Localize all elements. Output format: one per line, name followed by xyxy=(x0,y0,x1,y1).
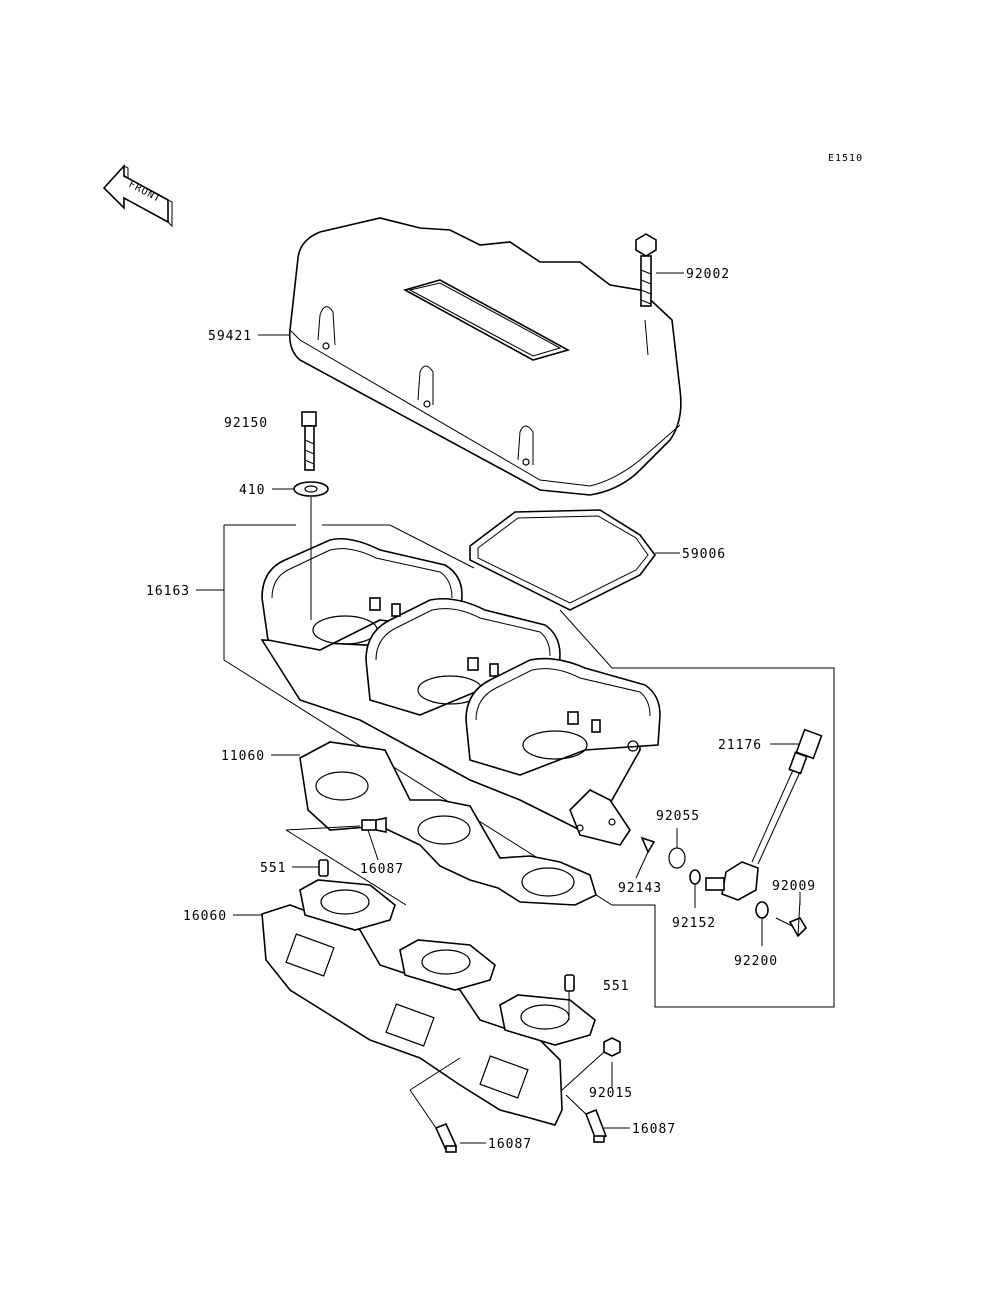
label-410: 410 xyxy=(239,483,265,498)
leader-lines xyxy=(196,272,801,1144)
gasket-59006 xyxy=(469,509,656,611)
label-59006: 59006 xyxy=(682,547,726,562)
front-arrow-icon: FRONT xyxy=(102,163,173,228)
label-92055: 92055 xyxy=(656,809,700,824)
label-11060: 11060 xyxy=(221,749,265,764)
oring-92055 xyxy=(668,847,686,869)
label-92152: 92152 xyxy=(672,916,716,931)
clip-92143 xyxy=(635,836,656,879)
washer-92200 xyxy=(755,901,769,919)
pin-551-lower xyxy=(564,974,575,1020)
sensor-16087-lower-left xyxy=(409,1057,461,1153)
bolt-92009 xyxy=(775,899,808,938)
gasket-11060 xyxy=(299,741,597,906)
pin-551-upper xyxy=(318,859,329,877)
sensor-16087-upper xyxy=(285,817,407,906)
label-16087-lower-right: 16087 xyxy=(632,1122,676,1137)
nut-92015 xyxy=(561,1037,621,1091)
exhaust-manifold xyxy=(261,879,596,1126)
label-16163: 16163 xyxy=(146,584,190,599)
diagram-code: E1510 xyxy=(828,153,863,164)
washer-92152 xyxy=(689,869,701,885)
label-21176: 21176 xyxy=(718,738,762,753)
label-16087-upper: 16087 xyxy=(360,862,404,877)
label-59421: 59421 xyxy=(208,329,252,344)
label-92143: 92143 xyxy=(618,881,662,896)
label-92009: 92009 xyxy=(772,879,816,894)
head-cover xyxy=(288,217,682,496)
bolt-92002 xyxy=(635,233,657,307)
sensor-21176 xyxy=(705,728,823,901)
label-92015: 92015 xyxy=(589,1086,633,1101)
label-92002: 92002 xyxy=(686,267,730,282)
sensor-16087-lower-right xyxy=(565,1094,608,1143)
label-551-upper: 551 xyxy=(260,861,286,876)
label-92200: 92200 xyxy=(734,954,778,969)
label-16087-lower-left: 16087 xyxy=(488,1137,532,1152)
label-92150: 92150 xyxy=(224,416,268,431)
bolt-92150 xyxy=(301,411,317,471)
washer-410 xyxy=(293,481,329,497)
label-16060: 16060 xyxy=(183,909,227,924)
throttle-body xyxy=(260,537,661,846)
label-551-lower: 551 xyxy=(603,979,629,994)
